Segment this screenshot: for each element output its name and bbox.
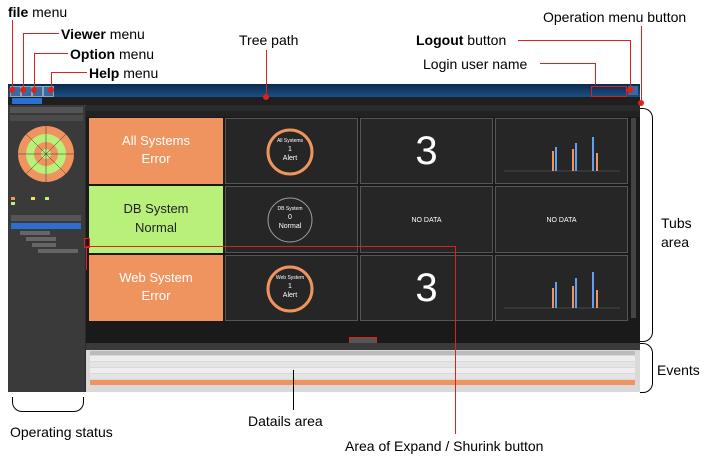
node-view-tile-db-system[interactable]: DB System Normal xyxy=(89,186,223,253)
numeric-value: 3 xyxy=(415,266,438,310)
events-bracket xyxy=(640,343,653,393)
event-row[interactable] xyxy=(90,368,635,373)
alert-word: Alert xyxy=(282,155,298,162)
subtab-strip xyxy=(86,111,640,117)
alert-count: 1 xyxy=(288,283,292,290)
login-user-callout: Login user name xyxy=(423,56,528,72)
alert-info-tile: DB System 0 Normal xyxy=(225,186,358,253)
alert-word: Normal xyxy=(278,223,302,230)
node-name: All Systems xyxy=(122,133,190,148)
trend-chart xyxy=(504,272,620,309)
events-callout: Events xyxy=(657,362,700,378)
events-toolbar xyxy=(86,343,640,350)
tree-path-tab[interactable] xyxy=(12,98,42,104)
login-user-name xyxy=(591,86,627,97)
alert-node-name: All Systems xyxy=(276,138,304,144)
alert-info-tile: Web System 1 Alert xyxy=(225,255,358,321)
operating-status-panel xyxy=(8,105,85,392)
logout-button[interactable] xyxy=(628,86,638,95)
event-row-selected[interactable] xyxy=(90,380,635,385)
sunburst-chart[interactable] xyxy=(16,124,76,184)
operation-menu-callout: Operation menu button xyxy=(543,9,687,25)
numeric-value: NO DATA xyxy=(411,217,442,224)
tree-item[interactable] xyxy=(26,237,56,241)
event-row[interactable] xyxy=(90,356,635,361)
trend-no-data: NO DATA xyxy=(546,217,577,224)
tree-item[interactable] xyxy=(38,249,78,253)
help-menu-callout: Help menu xyxy=(89,65,159,81)
sidebar-header xyxy=(10,107,83,113)
file-menu-callout: file menu xyxy=(8,4,68,20)
alert-node-name: Web System xyxy=(275,275,305,281)
node-name: Web System xyxy=(119,270,193,285)
tabs-area-callout-1: Tubs xyxy=(661,215,692,231)
events-panel xyxy=(86,343,640,392)
event-row[interactable] xyxy=(90,374,635,379)
option-menu-callout: Option menu xyxy=(70,46,155,62)
node-status: Error xyxy=(141,288,171,303)
expand-shrink-callout: Area of Expand / Shurink button xyxy=(345,438,544,454)
events-header-row xyxy=(90,351,635,355)
menu-bar xyxy=(8,84,640,97)
node-name: DB System xyxy=(123,201,189,216)
tabs-area: All Systems Error All Systems 1 Alert 3 … xyxy=(86,105,640,345)
tabs-area-bracket xyxy=(640,108,653,342)
trend-tile xyxy=(495,255,628,321)
event-row[interactable] xyxy=(90,362,635,367)
alert-info-tile: All Systems 1 Alert xyxy=(225,118,358,184)
trend-tile: NO DATA xyxy=(495,186,628,253)
alert-word: Alert xyxy=(282,292,298,299)
operating-status-callout: Operating status xyxy=(10,424,113,440)
logout-button-callout: Logout button xyxy=(416,32,507,48)
tree-item[interactable] xyxy=(32,243,56,247)
tree-path-callout: Tree path xyxy=(239,32,299,48)
alert-ring xyxy=(266,265,314,313)
tabs-scrollbar[interactable] xyxy=(631,118,636,318)
node-view-tile-web-system[interactable]: Web System Error xyxy=(89,255,223,321)
numeric-value-tile: NO DATA xyxy=(360,186,493,253)
sunburst-legend xyxy=(11,197,81,211)
numeric-value-tile: 3 xyxy=(360,118,493,184)
alert-node-name: DB System xyxy=(277,206,303,212)
app-window: All Systems Error All Systems 1 Alert 3 … xyxy=(8,84,640,392)
tab-strip xyxy=(86,105,640,111)
tree-item[interactable] xyxy=(20,231,50,235)
tabs-area-callout-2: area xyxy=(661,234,690,250)
alert-count: 0 xyxy=(288,214,292,221)
numeric-value-tile: 3 xyxy=(360,255,493,321)
node-view-tile-all-systems[interactable]: All Systems Error xyxy=(89,118,223,184)
alert-ring xyxy=(266,128,314,176)
details-area-callout: Datails area xyxy=(248,413,323,429)
node-status: Error xyxy=(141,151,171,166)
tree-item-selected[interactable] xyxy=(11,223,81,229)
viewer-menu-callout: Viewer menu xyxy=(61,26,145,42)
node-status: Normal xyxy=(135,220,177,235)
numeric-value: 3 xyxy=(415,129,438,173)
tree-search-field[interactable] xyxy=(11,215,81,221)
alert-count: 1 xyxy=(288,146,292,153)
trend-tile xyxy=(495,118,628,184)
operating-status-bracket xyxy=(12,397,84,412)
trend-chart xyxy=(504,137,620,172)
sidebar-subheader xyxy=(10,115,83,121)
alert-ring xyxy=(267,197,313,243)
